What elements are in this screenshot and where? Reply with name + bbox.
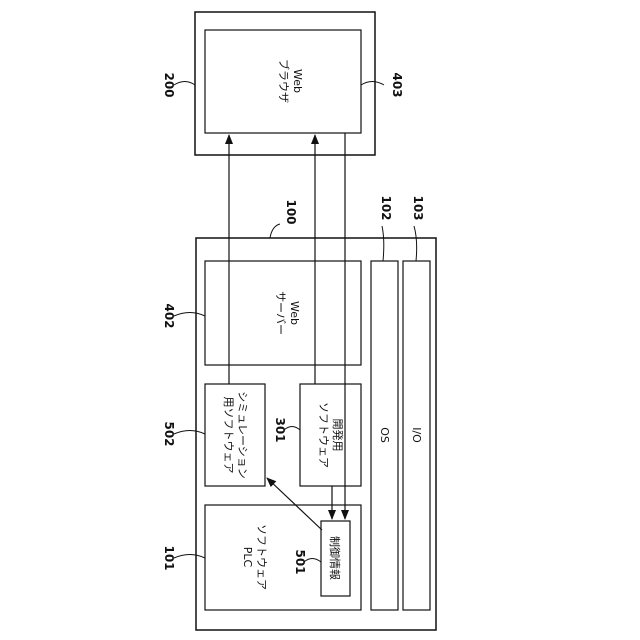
svg-text:501: 501 (293, 549, 307, 574)
svg-text:100: 100 (284, 199, 298, 224)
device-100: Web サーバー シミュレーション 用ソフトウェア 開発用 ソフトウェア ソフト… (196, 238, 436, 630)
svg-text:403: 403 (390, 72, 404, 97)
ref-403: 403 (361, 72, 404, 97)
web-server-label-1: Web (288, 301, 301, 325)
web-server-label-2: サーバー (274, 291, 287, 335)
control-info-box: 制御情報 (321, 521, 350, 596)
software-plc-label-1: ソフトウェア (255, 524, 268, 590)
ref-502: 502 (162, 421, 205, 446)
web-browser-label-1: Web (291, 69, 304, 93)
simulation-software-box: シミュレーション 用ソフトウェア (205, 384, 265, 486)
ref-100: 100 (270, 199, 298, 238)
svg-text:103: 103 (411, 195, 425, 220)
simulation-software-label-2: 用ソフトウェア (222, 397, 235, 474)
svg-text:200: 200 (162, 72, 176, 97)
ref-103: 103 (411, 195, 425, 261)
ref-402: 402 (162, 303, 205, 328)
os-box: OS (371, 261, 398, 610)
io-label: I/O (410, 427, 423, 443)
ref-301: 301 (273, 417, 300, 442)
os-label: OS (378, 427, 391, 443)
dev-software-label-1: 開発用 (331, 419, 345, 452)
simulation-software-label-1: シミュレーション (236, 391, 249, 479)
ref-200: 200 (162, 72, 195, 97)
control-info-label: 制御情報 (328, 536, 342, 580)
io-box: I/O (403, 261, 430, 610)
svg-text:101: 101 (162, 545, 176, 570)
software-plc-label-2: PLC (241, 547, 254, 568)
web-browser-box: Web ブラウザ (205, 30, 361, 133)
svg-text:102: 102 (379, 195, 393, 220)
dev-software-label-2: ソフトウェア (317, 402, 330, 468)
dev-software-box: 開発用 ソフトウェア (300, 384, 361, 486)
svg-text:502: 502 (162, 421, 176, 446)
ref-101: 101 (162, 545, 205, 570)
web-browser-label-2: ブラウザ (277, 59, 291, 103)
ref-102: 102 (379, 195, 393, 261)
terminal-200: Web ブラウザ (195, 12, 375, 155)
ref-501: 501 (293, 549, 321, 574)
svg-text:301: 301 (273, 417, 287, 442)
svg-text:402: 402 (162, 303, 176, 328)
